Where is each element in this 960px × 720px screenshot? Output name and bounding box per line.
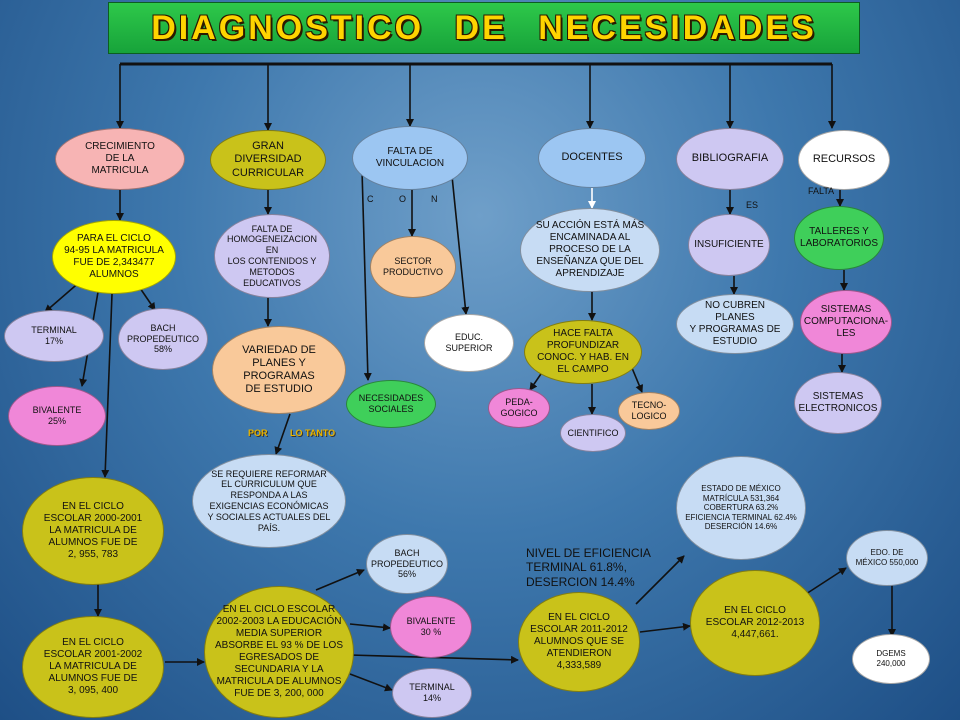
node-ciclo-2011: EN EL CICLO ESCOLAR 2011-2012 ALUMNOS QU… [518, 592, 640, 692]
node-pedagogico: PEDA- GOGICO [488, 388, 550, 428]
edge-hace-tecno [631, 367, 643, 393]
node-ciclo-2012: EN EL CICLO ESCOLAR 2012-2013 4,447,661. [690, 570, 820, 676]
label-lo-tanto: LO TANTO [290, 428, 336, 438]
node-tecnologico: TECNO- LOGICO [618, 392, 680, 430]
node-falta-homogeneizacion: FALTA DE HOMOGENEIZACION EN LOS CONTENID… [214, 214, 330, 298]
node-se-requiere-reformar: SE REQUIERE REFORMAR EL CURRICULUM QUE R… [192, 454, 346, 548]
node-sistemas-electronicos: SISTEMAS ELECTRONICOS [794, 372, 882, 434]
node-sector-productivo: SECTOR PRODUCTIVO [370, 236, 456, 298]
node-su-accion: SU ACCIÓN ESTÁ MÁS ENCAMINADA AL PROCESO… [520, 208, 660, 292]
node-bach-56: BACH PROPEDEUTICO 56% [366, 534, 448, 594]
edge-vinc-educ [451, 175, 470, 315]
title-banner: DIAGNOSTICO DE NECESIDADES [108, 2, 860, 54]
label-o: O [399, 194, 407, 204]
node-ciclo-2001: EN EL CICLO ESCOLAR 2001-2002 LA MATRICU… [22, 616, 164, 718]
node-docentes: DOCENTES [538, 128, 646, 188]
label-por: POR [248, 428, 268, 438]
node-terminal-14: TERMINAL 14% [392, 668, 472, 718]
edge-para-bach [139, 287, 156, 311]
node-sistemas-computacionales: SISTEMAS COMPUTACIONA- LES [800, 290, 892, 354]
node-bivalente-25: BIVALENTE 25% [8, 386, 106, 446]
node-edo-mexico: EDO. DE MÉXICO 550,000 [846, 530, 928, 586]
node-necesidades-sociales: NECESIDADES SOCIALES [346, 380, 436, 428]
edge-2002-biv30 [349, 623, 391, 632]
node-bach-58: BACH PROPEDEUTICO 58% [118, 308, 208, 370]
edge-2011-2012 [639, 622, 691, 633]
node-ciclo-2000: EN EL CICLO ESCOLAR 2000-2001 LA MATRICU… [22, 477, 164, 585]
label-n: N [431, 194, 438, 204]
label-falta: FALTA [808, 186, 835, 196]
node-terminal-17: TERMINAL 17% [4, 310, 104, 362]
nivel-eficiencia-note: NIVEL DE EFICIENCIA TERMINAL 61.8%, DESE… [526, 546, 651, 589]
node-gran-diversidad: GRAN DIVERSIDAD CURRICULAR [210, 130, 326, 190]
edge-para-2000 [101, 293, 113, 478]
edge-vinc-necesidades [361, 169, 372, 381]
edge-2002-term14 [349, 673, 393, 692]
label-es: ES [746, 200, 759, 210]
node-ciclo-2002: EN EL CICLO ESCOLAR 2002-2003 LA EDUCACI… [204, 586, 354, 718]
edge-variedad-requiere [274, 413, 291, 455]
node-recursos: RECURSOS [798, 130, 890, 190]
node-hace-falta: HACE FALTA PROFUNDIZAR CONOC. Y HAB. EN … [524, 320, 642, 384]
edge-2012-edo [805, 567, 847, 595]
node-bibliografia: BIBLIOGRAFIA [676, 128, 784, 190]
node-cientifico: CIENTIFICO [560, 414, 626, 452]
page-title: DIAGNOSTICO DE NECESIDADES [151, 8, 817, 47]
node-talleres-laboratorios: TALLERES Y LABORATORIOS [794, 206, 884, 270]
node-insuficiente: INSUFICIENTE [688, 214, 770, 276]
node-bivalente-30: BIVALENTE 30 % [390, 596, 472, 658]
node-educ-superior: EDUC. SUPERIOR [424, 314, 514, 372]
node-falta-vinculacion: FALTA DE VINCULACION [352, 126, 468, 190]
node-no-cubren: NO CUBREN PLANES Y PROGRAMAS DE ESTUDIO [676, 294, 794, 354]
node-crecimiento-matricula: CRECIMIENTO DE LA MATRICULA [55, 128, 185, 190]
edge-2011-estado [635, 555, 685, 605]
label-c: C [367, 194, 374, 204]
edge-2002-bach56 [315, 569, 365, 591]
node-variedad-planes: VARIEDAD DE PLANES Y PROGRAMAS DE ESTUDI… [212, 326, 346, 414]
node-para-el-ciclo: PARA EL CICLO 94-95 LA MATRICULA FUE DE … [52, 220, 176, 294]
node-dgems: DGEMS 240,000 [852, 634, 930, 684]
node-estado-mexico: ESTADO DE MÉXICO MATRÍCULA 531,364 COBER… [676, 456, 806, 560]
